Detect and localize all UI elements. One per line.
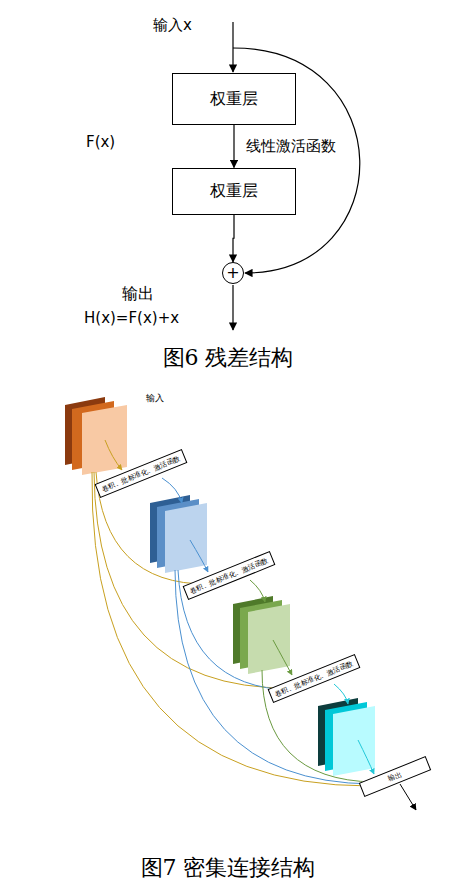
forward-arrow [358,740,374,774]
dense-connection [92,472,370,786]
feature-stack-2 [150,495,207,573]
forward-arrow [162,478,182,503]
feature-stack-4 [318,698,375,776]
edge-label: 线性激活函数 [246,137,336,156]
figure-caption: 图7 密集连接结构 [141,853,316,883]
dense-connection [94,472,290,688]
node-text: 权重层 [210,181,258,202]
node-text: + [226,265,239,281]
input-label: 输入 [146,392,164,405]
forward-arrow [273,640,292,675]
output-line [232,285,233,330]
forward-arrow [105,440,122,470]
input-label: 输入x [153,16,192,35]
forward-arrow [334,684,348,704]
add-circle: + [222,262,244,284]
formula-label: H(x)=F(x)+x [84,309,179,327]
connector-arrow [233,215,234,263]
output-arrow [400,784,416,810]
input-line [232,22,233,72]
node-text: 输出 [387,769,404,784]
figure-caption: 图6 残差结构 [163,343,294,373]
feature-stack-1 [65,397,127,475]
forward-arrow [250,580,265,602]
dense-connection [175,570,372,784]
function-label: F(x) [86,133,115,151]
connector-arrow [233,125,234,168]
forward-arrow [190,540,208,572]
weight-layer-box: 权重层 [172,168,296,215]
feature-stack-3 [233,596,290,674]
output-label: 输出 [122,284,154,305]
node-text: 权重层 [210,89,258,110]
weight-layer-box: 权重层 [172,73,296,125]
